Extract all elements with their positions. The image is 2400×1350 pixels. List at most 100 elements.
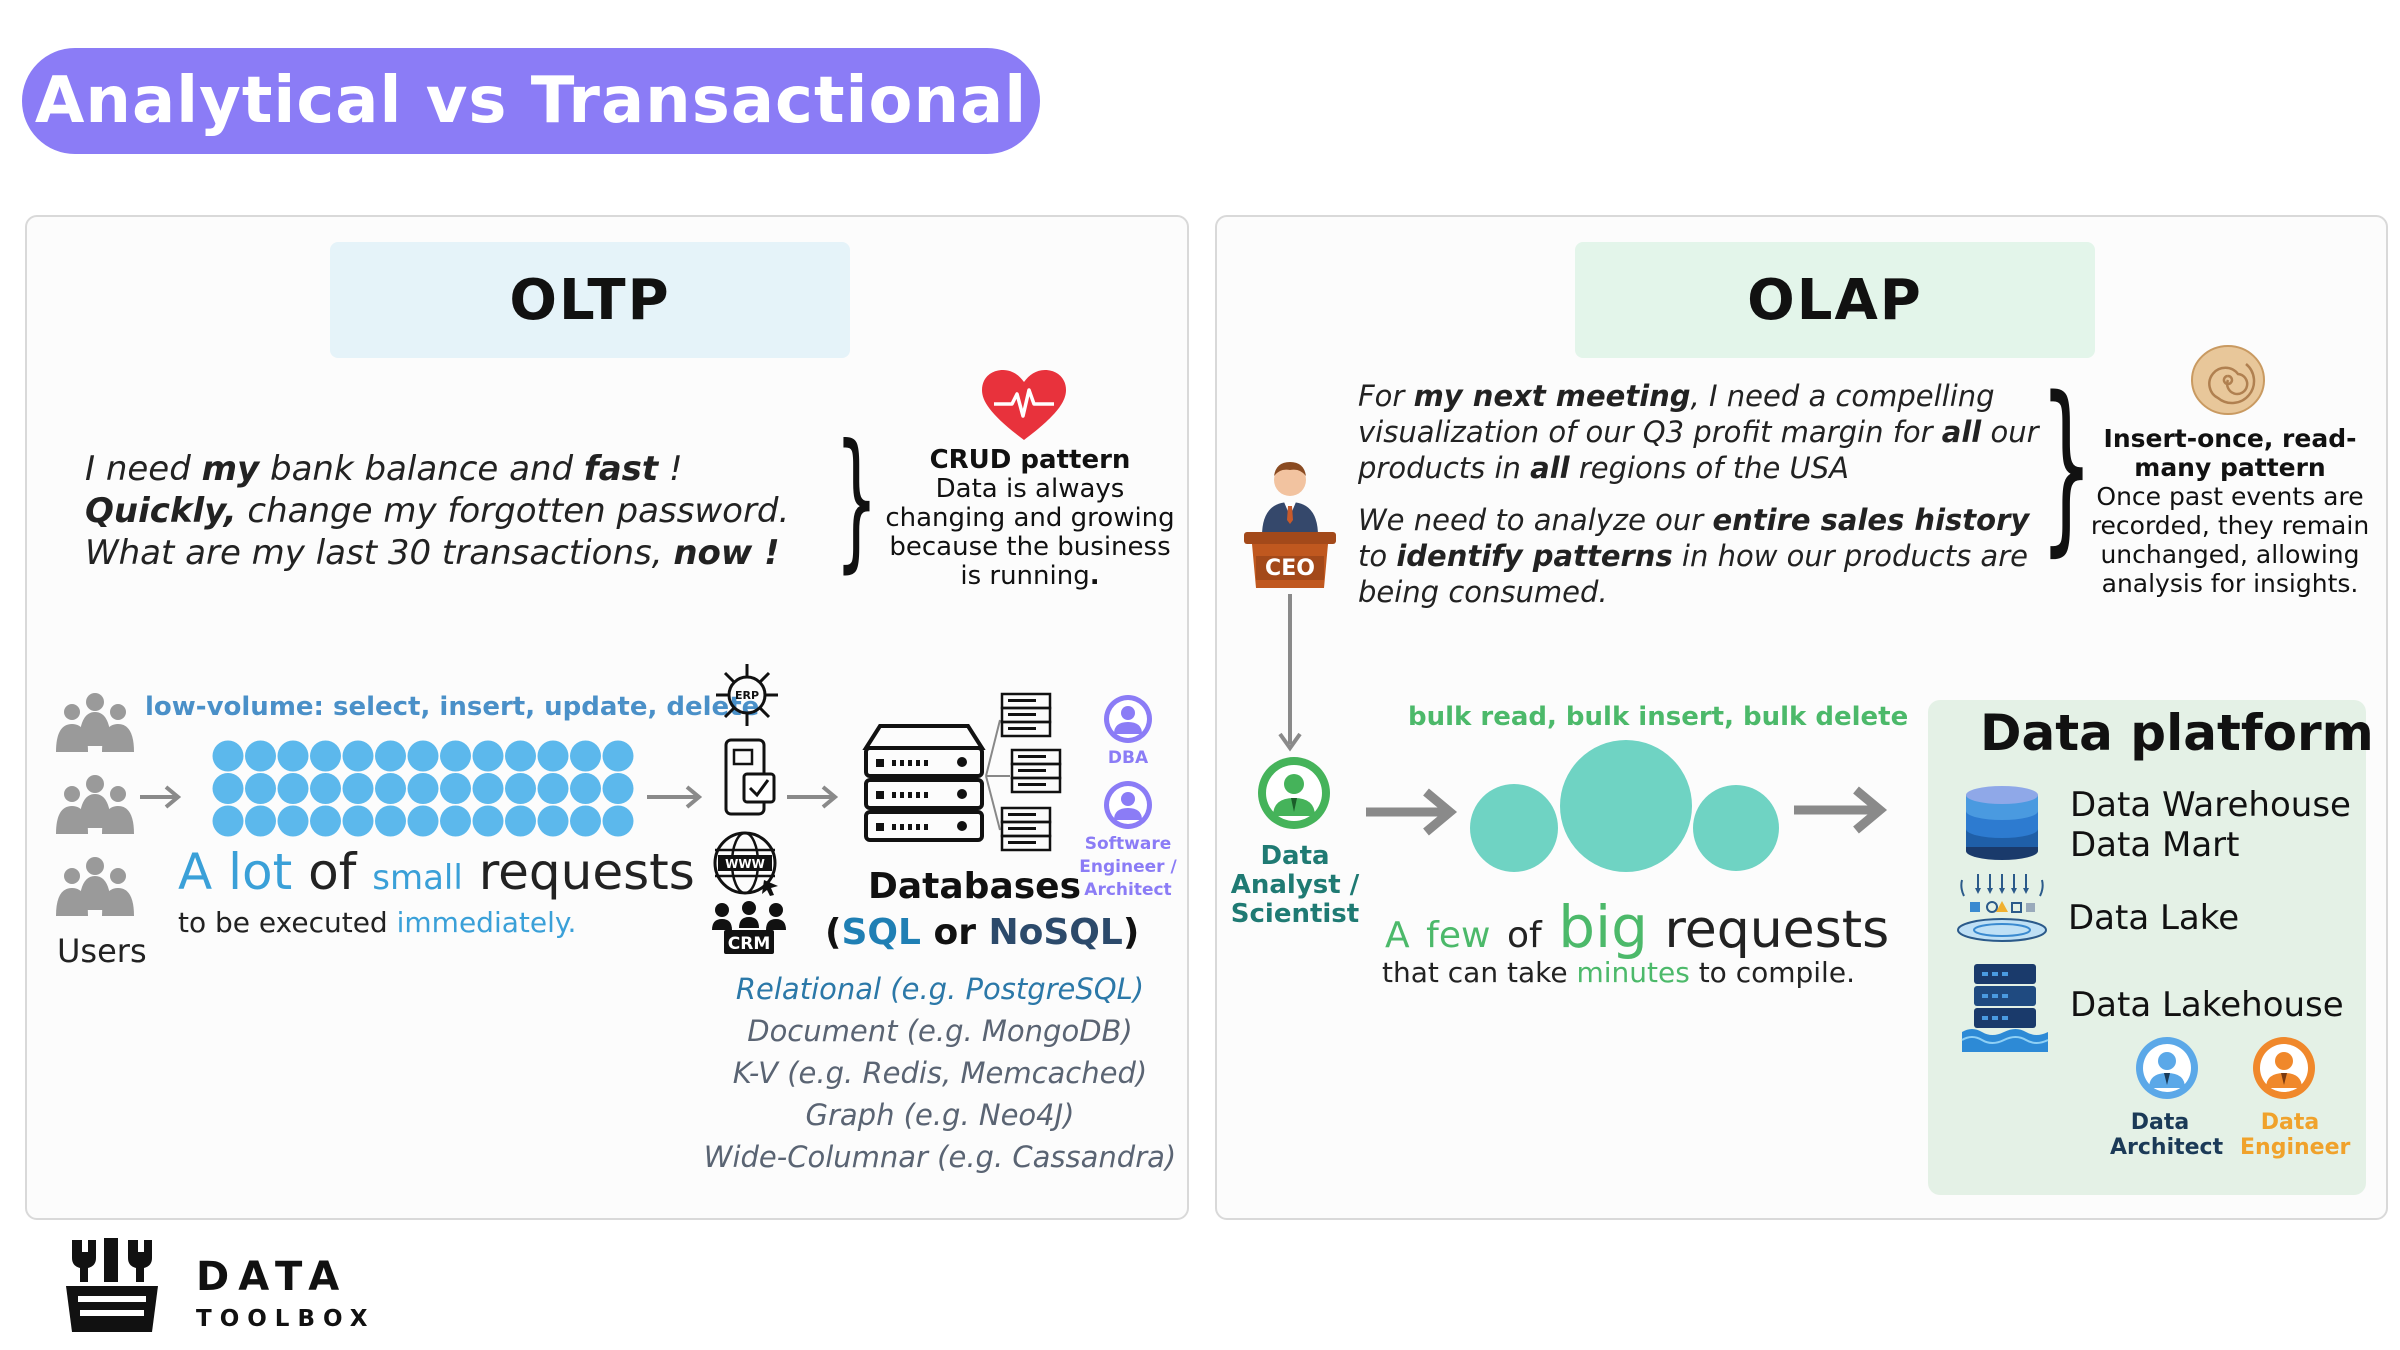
olap-quote-sales-history: We need to analyze our entire sales hist… [1358, 503, 2030, 609]
small-request-dot [505, 740, 536, 772]
small-request-dot [537, 805, 569, 837]
www-icon-label: WWW [725, 857, 765, 871]
small-request-dot [245, 805, 276, 837]
db-type-item: K-V (e.g. Redis, Memcached) [732, 1056, 1148, 1090]
database-types-list: Relational (e.g. PostgreSQL) Document (e… [690, 968, 1190, 1178]
small-request-dot [472, 773, 504, 804]
database-server-icon [862, 724, 986, 842]
small-request-dot [375, 773, 406, 804]
db-type-item: Wide-Columnar (e.g. Cassandra) [703, 1140, 1177, 1174]
dba-avatar-icon [1104, 695, 1152, 743]
small-request-dot [277, 740, 309, 772]
data-lakehouse-label: Data Lakehouse [2070, 985, 2344, 1025]
ceo-label: CEO [1265, 556, 1315, 581]
data-analyst-label: Data Analyst / Scientist [1230, 841, 1360, 929]
take-minutes-text: that can take minutes to compile. [1382, 956, 1855, 989]
arrow-right-icon [787, 785, 839, 809]
small-request-dot [245, 773, 276, 804]
data-lake-label: Data Lake [2068, 898, 2240, 938]
small-request-dot [602, 740, 634, 772]
oltp-quote: I need my bank balance and fast ! Quickl… [85, 449, 790, 573]
arrow-right-icon [647, 785, 703, 809]
executed-immediately-text: to be executed immediately. [178, 906, 577, 939]
data-lakehouse-icon [1961, 964, 2049, 1052]
software-engineer-label: Software Engineer / Architect [1079, 834, 1177, 900]
sql-or-nosql: (SQL or NoSQL) [825, 912, 1140, 953]
arrow-right-icon [140, 785, 182, 809]
small-requests-circles [212, 740, 634, 837]
small-request-dot [310, 740, 341, 772]
small-request-dot [570, 773, 601, 804]
small-request-dot [277, 805, 309, 837]
small-request-dot [407, 805, 439, 837]
small-request-dot [407, 773, 439, 804]
small-request-dot [472, 740, 504, 772]
data-warehouse-label: Data Warehouse Data Mart [2070, 785, 2351, 865]
small-request-dot [537, 740, 569, 772]
data-engineer-label: Data Engineer [2240, 1110, 2351, 1160]
mobile-app-icon [724, 738, 776, 816]
software-engineer-avatar-icon [1104, 781, 1152, 829]
db-type-item: Relational (e.g. PostgreSQL) [735, 972, 1145, 1006]
crm-icon-label: CRM [728, 934, 770, 954]
small-request-dot [570, 805, 601, 837]
page-title: Analytical vs Transactional [34, 64, 1028, 138]
arrow-down-icon [1278, 594, 1302, 752]
users-icon [56, 693, 134, 916]
users-label: Users [57, 932, 147, 970]
bulk-operations-label: bulk read, bulk insert, bulk delete [1408, 702, 1909, 732]
oltp-header: OLTP [330, 242, 850, 358]
small-request-dot [212, 740, 244, 772]
low-volume-label: low-volume: select, insert, update, dele… [145, 692, 760, 722]
olap-brace: } [2040, 357, 2093, 573]
big-requests-circles [1470, 740, 1779, 872]
crm-icon: CRM [712, 901, 786, 954]
fossil-ammonite-icon [2191, 345, 2265, 415]
olap-header: OLAP [1575, 242, 2095, 358]
small-request-dot [440, 773, 471, 804]
a-few-of-big-requests: A few of big requests [1385, 893, 1890, 961]
small-request-dot [570, 740, 601, 772]
small-request-dot [602, 773, 634, 804]
small-request-dot [342, 740, 374, 772]
insert-once-heading: Insert-once, read-many pattern [2103, 424, 2357, 482]
small-request-dot [472, 805, 504, 837]
servers-cluster-icon [985, 692, 1062, 852]
oltp-brace: } [835, 413, 878, 587]
data-analyst-avatar-icon [1258, 757, 1330, 829]
data-lake-icon [1957, 874, 2047, 942]
databases-title: Databases [868, 866, 1082, 907]
small-request-dot [212, 773, 244, 804]
small-request-dot [505, 773, 536, 804]
small-request-dot [375, 805, 406, 837]
crud-heading: CRUD pattern [929, 445, 1131, 475]
data-platform-box [1928, 700, 2366, 1195]
crud-note: CRUD pattern Data is always changing and… [880, 446, 1180, 591]
erp-icon-label: ERP [735, 689, 759, 702]
small-request-dot [505, 805, 536, 837]
small-request-dot [407, 740, 439, 772]
small-request-dot [212, 805, 244, 837]
title-banner: Analytical vs Transactional [22, 48, 1040, 154]
www-globe-icon: WWW [713, 831, 778, 896]
small-request-dot [342, 805, 374, 837]
a-lot-of-small-requests: A lot of small requests [178, 843, 695, 901]
db-type-item: Document (e.g. MongoDB) [747, 1014, 1133, 1048]
small-request-dot [310, 773, 341, 804]
logo-wordmark-data: DATA [196, 1254, 349, 1300]
dba-label: DBA [1107, 748, 1149, 768]
small-request-dot [537, 773, 569, 804]
insert-once-note: Insert-once, read-many pattern Once past… [2080, 424, 2380, 598]
small-request-dot [375, 740, 406, 772]
logo-wordmark-toolbox: TOOLBOX [196, 1306, 376, 1332]
small-request-dot [310, 805, 341, 837]
data-toolbox-logo-icon [66, 1238, 158, 1332]
db-type-item: Graph (e.g. Neo4J) [805, 1098, 1075, 1132]
ceo-podium-icon: CEO [1244, 462, 1336, 588]
small-request-dot [440, 740, 471, 772]
arrow-right-icon [1794, 786, 1888, 834]
data-architect-avatar-icon [2136, 1037, 2198, 1099]
heart-pulse-icon [982, 370, 1066, 440]
small-request-dot [602, 805, 634, 837]
olap-quote-meeting: For my next meeting, I need a compelling… [1358, 379, 2039, 485]
